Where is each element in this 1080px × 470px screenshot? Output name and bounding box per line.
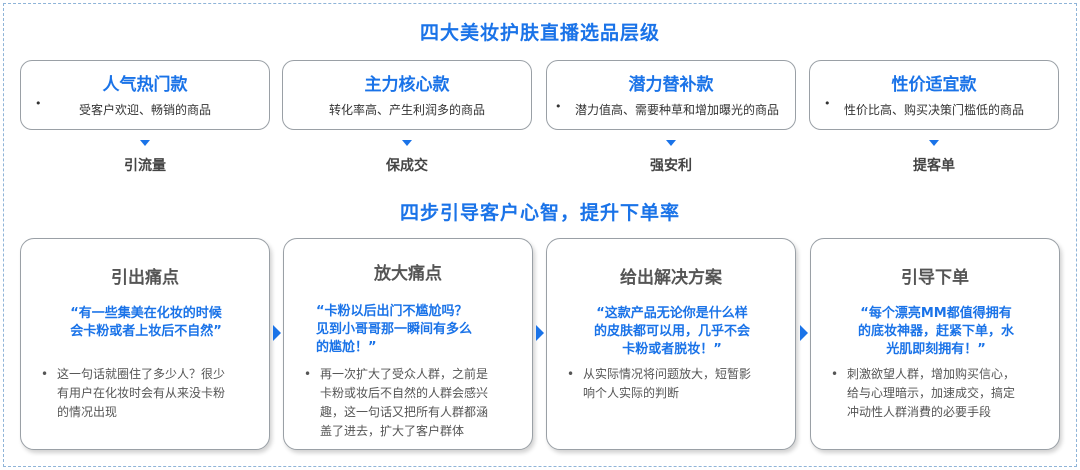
body-line: 趣，这一句话又把所有人群都涵 [320, 405, 489, 419]
down-arrow-icon [140, 140, 150, 146]
body-line: 卡粉或妆后不自然的人群会感兴 [320, 386, 489, 400]
step-bullet: • [304, 367, 312, 381]
quote-line: “每个漂亮MM都值得拥有 [860, 306, 1012, 321]
quote-line: 的底妆神器，赶紧下单，水 [857, 324, 1014, 339]
step-card-guide-order: 引导下单 “每个漂亮MM都值得拥有 的底妆神器，赶紧下单，水 光肌即刻拥有！” … [810, 238, 1060, 450]
body-line: 给与心理暗示，加速成交，搞定 [847, 386, 1016, 400]
down-arrow-icon [666, 140, 676, 146]
step-name: 放大痛点 [374, 264, 442, 284]
step-bullet: • [831, 367, 839, 381]
tier-bullet: • [35, 97, 42, 110]
tier-desc: 转化率高、产生利润多的商品 [328, 103, 485, 117]
right-arrow-icon [273, 325, 281, 341]
tier-desc: 性价比高、购买决策门槛低的商品 [843, 103, 1024, 117]
quote-line: “卡粉以后出门不尴尬吗？ [316, 304, 468, 319]
quote-line: “这款产品无论你是什么样 [596, 306, 748, 321]
dashed-frame [3, 3, 1077, 467]
tier-desc: 受客户欢迎、畅销的商品 [78, 103, 211, 117]
quote-line: 会卡粉或者上妆后不自然” [70, 324, 222, 339]
tier-result: 强安利 [650, 158, 692, 174]
step-quote: “卡粉以后出门不尴尬吗？ 见到小哥哥那一瞬间有多么 的尴尬！” [316, 303, 512, 357]
quote-line: 卡粉或者脱妆！” [622, 342, 722, 357]
quote-line: 的皮肤都可以用，几乎不会 [593, 324, 750, 339]
step-body: 刺激欲望人群，增加购买信心， 给与心理暗示，加速成交，搞定 冲动性人群消費的必要… [847, 365, 1043, 422]
quote-line: 光肌即刻拥有！” [886, 342, 986, 357]
quote-line: 的尴尬！” [316, 340, 377, 355]
body-line: 冲动性人群消費的必要手段 [847, 405, 992, 419]
tier-name: 主力核心款 [364, 75, 450, 95]
step-bullet: • [567, 367, 575, 381]
tier-card-value: 性价适宜款 • 性价比高、购买决策门槛低的商品 [809, 60, 1059, 130]
right-arrow-icon [536, 325, 544, 341]
tier-card-potential: 潜力替补款 • 潜力值高、需要种草和增加曝光的商品 [546, 60, 796, 130]
step-name: 引导下单 [901, 268, 969, 288]
tier-card-popular: 人气热门款 • 受客户欢迎、畅销的商品 [20, 60, 270, 130]
tier-card-core: 主力核心款 转化率高、产生利润多的商品 [282, 60, 532, 130]
quote-line: “有一些集美在化妆的时候 [70, 306, 222, 321]
step-body: 再一次扩大了受众人群，之前是 卡粉或妆后不自然的人群会感兴 趣，这一句话又把所有… [320, 365, 516, 441]
tier-result: 提客单 [913, 158, 955, 174]
step-body: 从实际情况将问题放大，短暂影 响个人实际的判断 [583, 365, 779, 403]
right-arrow-icon [800, 325, 808, 341]
body-line: 再一次扩大了受众人群，之前是 [320, 367, 489, 381]
quote-line: 见到小哥哥那一瞬间有多么 [316, 322, 473, 337]
body-line: 从实际情况将问题放大，短暂影 [583, 367, 752, 381]
tier-name: 人气热门款 [102, 75, 188, 95]
tier-name: 潜力替补款 [628, 75, 714, 95]
down-arrow-icon [402, 140, 412, 146]
body-line: 的情况出现 [57, 405, 118, 419]
step-card-amplify: 放大痛点 “卡粉以后出门不尴尬吗？ 见到小哥哥那一瞬间有多么 的尴尬！” • 再… [283, 238, 533, 450]
step-quote: “这款产品无论你是什么样 的皮肤都可以用，几乎不会 卡粉或者脱妆！” [569, 305, 775, 359]
down-arrow-icon [929, 140, 939, 146]
tier-desc: 潜力值高、需要种草和增加曝光的商品 [574, 103, 779, 117]
body-line: 有用户在化妆时会有从来没卡粉 [57, 386, 226, 400]
title-selection-tiers: 四大美妆护肤直播选品层级 [419, 22, 660, 44]
tier-name: 性价适宜款 [891, 75, 977, 95]
tier-result: 引流量 [124, 158, 166, 174]
body-line: 这一句话就圈住了多少人？很少 [57, 367, 226, 381]
tier-bullet: • [555, 100, 562, 113]
step-card-solution: 给出解决方案 “这款产品无论你是什么样 的皮肤都可以用，几乎不会 卡粉或者脱妆！… [546, 238, 796, 450]
tier-bullet: • [824, 97, 831, 110]
step-quote: “有一些集美在化妆的时候 会卡粉或者上妆后不自然” [43, 305, 249, 341]
step-name: 给出解决方案 [620, 268, 722, 288]
step-name: 引出痛点 [111, 268, 179, 288]
body-line: 盖了进去，扩大了客户群体 [320, 424, 465, 438]
step-card-pain-point: 引出痛点 “有一些集美在化妆的时候 会卡粉或者上妆后不自然” • 这一句话就圈住… [20, 238, 270, 450]
body-line: 刺激欲望人群，增加购买信心， [847, 367, 1016, 381]
body-line: 响个人实际的判断 [583, 386, 680, 400]
step-bullet: • [41, 367, 49, 381]
step-body: 这一句话就圈住了多少人？很少 有用户在化妆时会有从来没卡粉 的情况出现 [57, 365, 253, 422]
title-four-steps: 四步引导客户心智，提升下单率 [399, 202, 680, 224]
step-quote: “每个漂亮MM都值得拥有 的底妆神器，赶紧下单，水 光肌即刻拥有！” [833, 305, 1039, 359]
tier-result: 保成交 [386, 158, 428, 174]
